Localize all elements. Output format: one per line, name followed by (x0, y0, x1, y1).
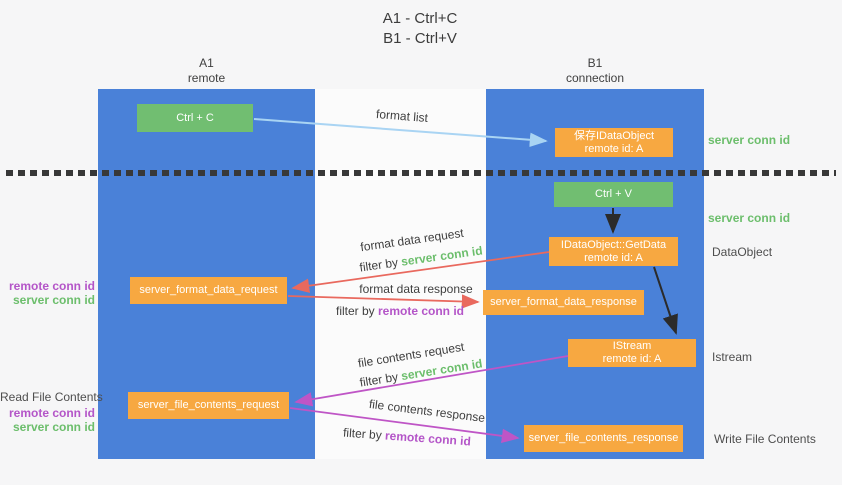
dataobject-label: DataObject (712, 245, 773, 259)
istream-line1: IStream (612, 340, 652, 352)
getdata-line1: IDataObject::GetData (560, 238, 667, 251)
server-file-contents-response-node: server_file_contents_response (524, 425, 683, 452)
server-format-data-response-node: server_format_data_response (483, 290, 644, 315)
format-list-arrow (253, 118, 548, 147)
getdata-node: IDataObject::GetData remote id: A (549, 237, 678, 266)
server-conn-id-label-bottom-left: server conn id (12, 420, 95, 434)
write-file-contents-label: Write File Contents (714, 432, 816, 446)
server-format-data-request-label: server_format_data_request (139, 284, 278, 296)
diagram-title: A1 - Ctrl+C B1 - Ctrl+V (300, 9, 540, 49)
save-idataobject-line2: remote id: A (584, 142, 644, 155)
lane-b1-name: B1 (587, 56, 603, 70)
server-file-contents-response-label: server_file_contents_response (528, 432, 679, 444)
title-line-1: A1 - Ctrl+C (382, 10, 458, 27)
file-contents-response-arrow (289, 407, 520, 444)
server-conn-id-label-top-left: server conn id (12, 293, 95, 307)
session-divider-dotted-line (6, 170, 836, 176)
getdata-line2: remote id: A (584, 251, 643, 264)
ctrl-c-label: Ctrl + C (176, 111, 214, 124)
ctrl-c-node: Ctrl + C (137, 104, 253, 132)
lane-a1-subtitle: remote (187, 71, 226, 85)
filter-by-remote-conn-id-label-1: filter by remote conn id (335, 304, 465, 318)
save-idataobject-node: 保存IDataObject remote id: A (555, 128, 673, 157)
lane-gap-panel (315, 89, 486, 459)
remote-conn-id-label-top-left: remote conn id (8, 279, 95, 293)
format-data-response-arrow (287, 294, 480, 309)
istream-line2: remote id: A (602, 353, 662, 365)
lane-header-b1: B1 connection (486, 56, 704, 86)
read-file-contents-label: Read File Contents (0, 390, 103, 404)
format-data-request-arrow (291, 251, 550, 293)
save-idataobject-line1: 保存IDataObject (573, 129, 655, 142)
title-line-2: B1 - Ctrl+V (383, 30, 457, 47)
ctrl-v-label: Ctrl + V (595, 188, 632, 200)
lane-b1-subtitle: connection (565, 71, 625, 85)
format-data-response-label: format data response (359, 282, 473, 296)
remote-conn-id-label-bottom-left: remote conn id (8, 406, 95, 420)
server-file-contents-request-node: server_file_contents_request (128, 392, 289, 419)
lane-header-a1: A1 remote (98, 56, 315, 86)
getdata-to-istream-arrow (653, 266, 678, 335)
ctrl-v-node: Ctrl + V (554, 182, 673, 207)
istream-side-label: Istream (712, 350, 753, 364)
server-conn-id-label-mid-right: server conn id (708, 211, 791, 225)
server-conn-id-label-top-right: server conn id (708, 133, 791, 147)
lane-a1-name: A1 (199, 56, 214, 70)
server-format-data-request-node: server_format_data_request (130, 277, 287, 304)
file-contents-request-arrow (294, 355, 569, 407)
istream-node: IStream remote id: A (568, 339, 696, 367)
server-format-data-response-label: server_format_data_response (490, 296, 637, 308)
server-file-contents-request-label: server_file_contents_request (137, 399, 280, 411)
